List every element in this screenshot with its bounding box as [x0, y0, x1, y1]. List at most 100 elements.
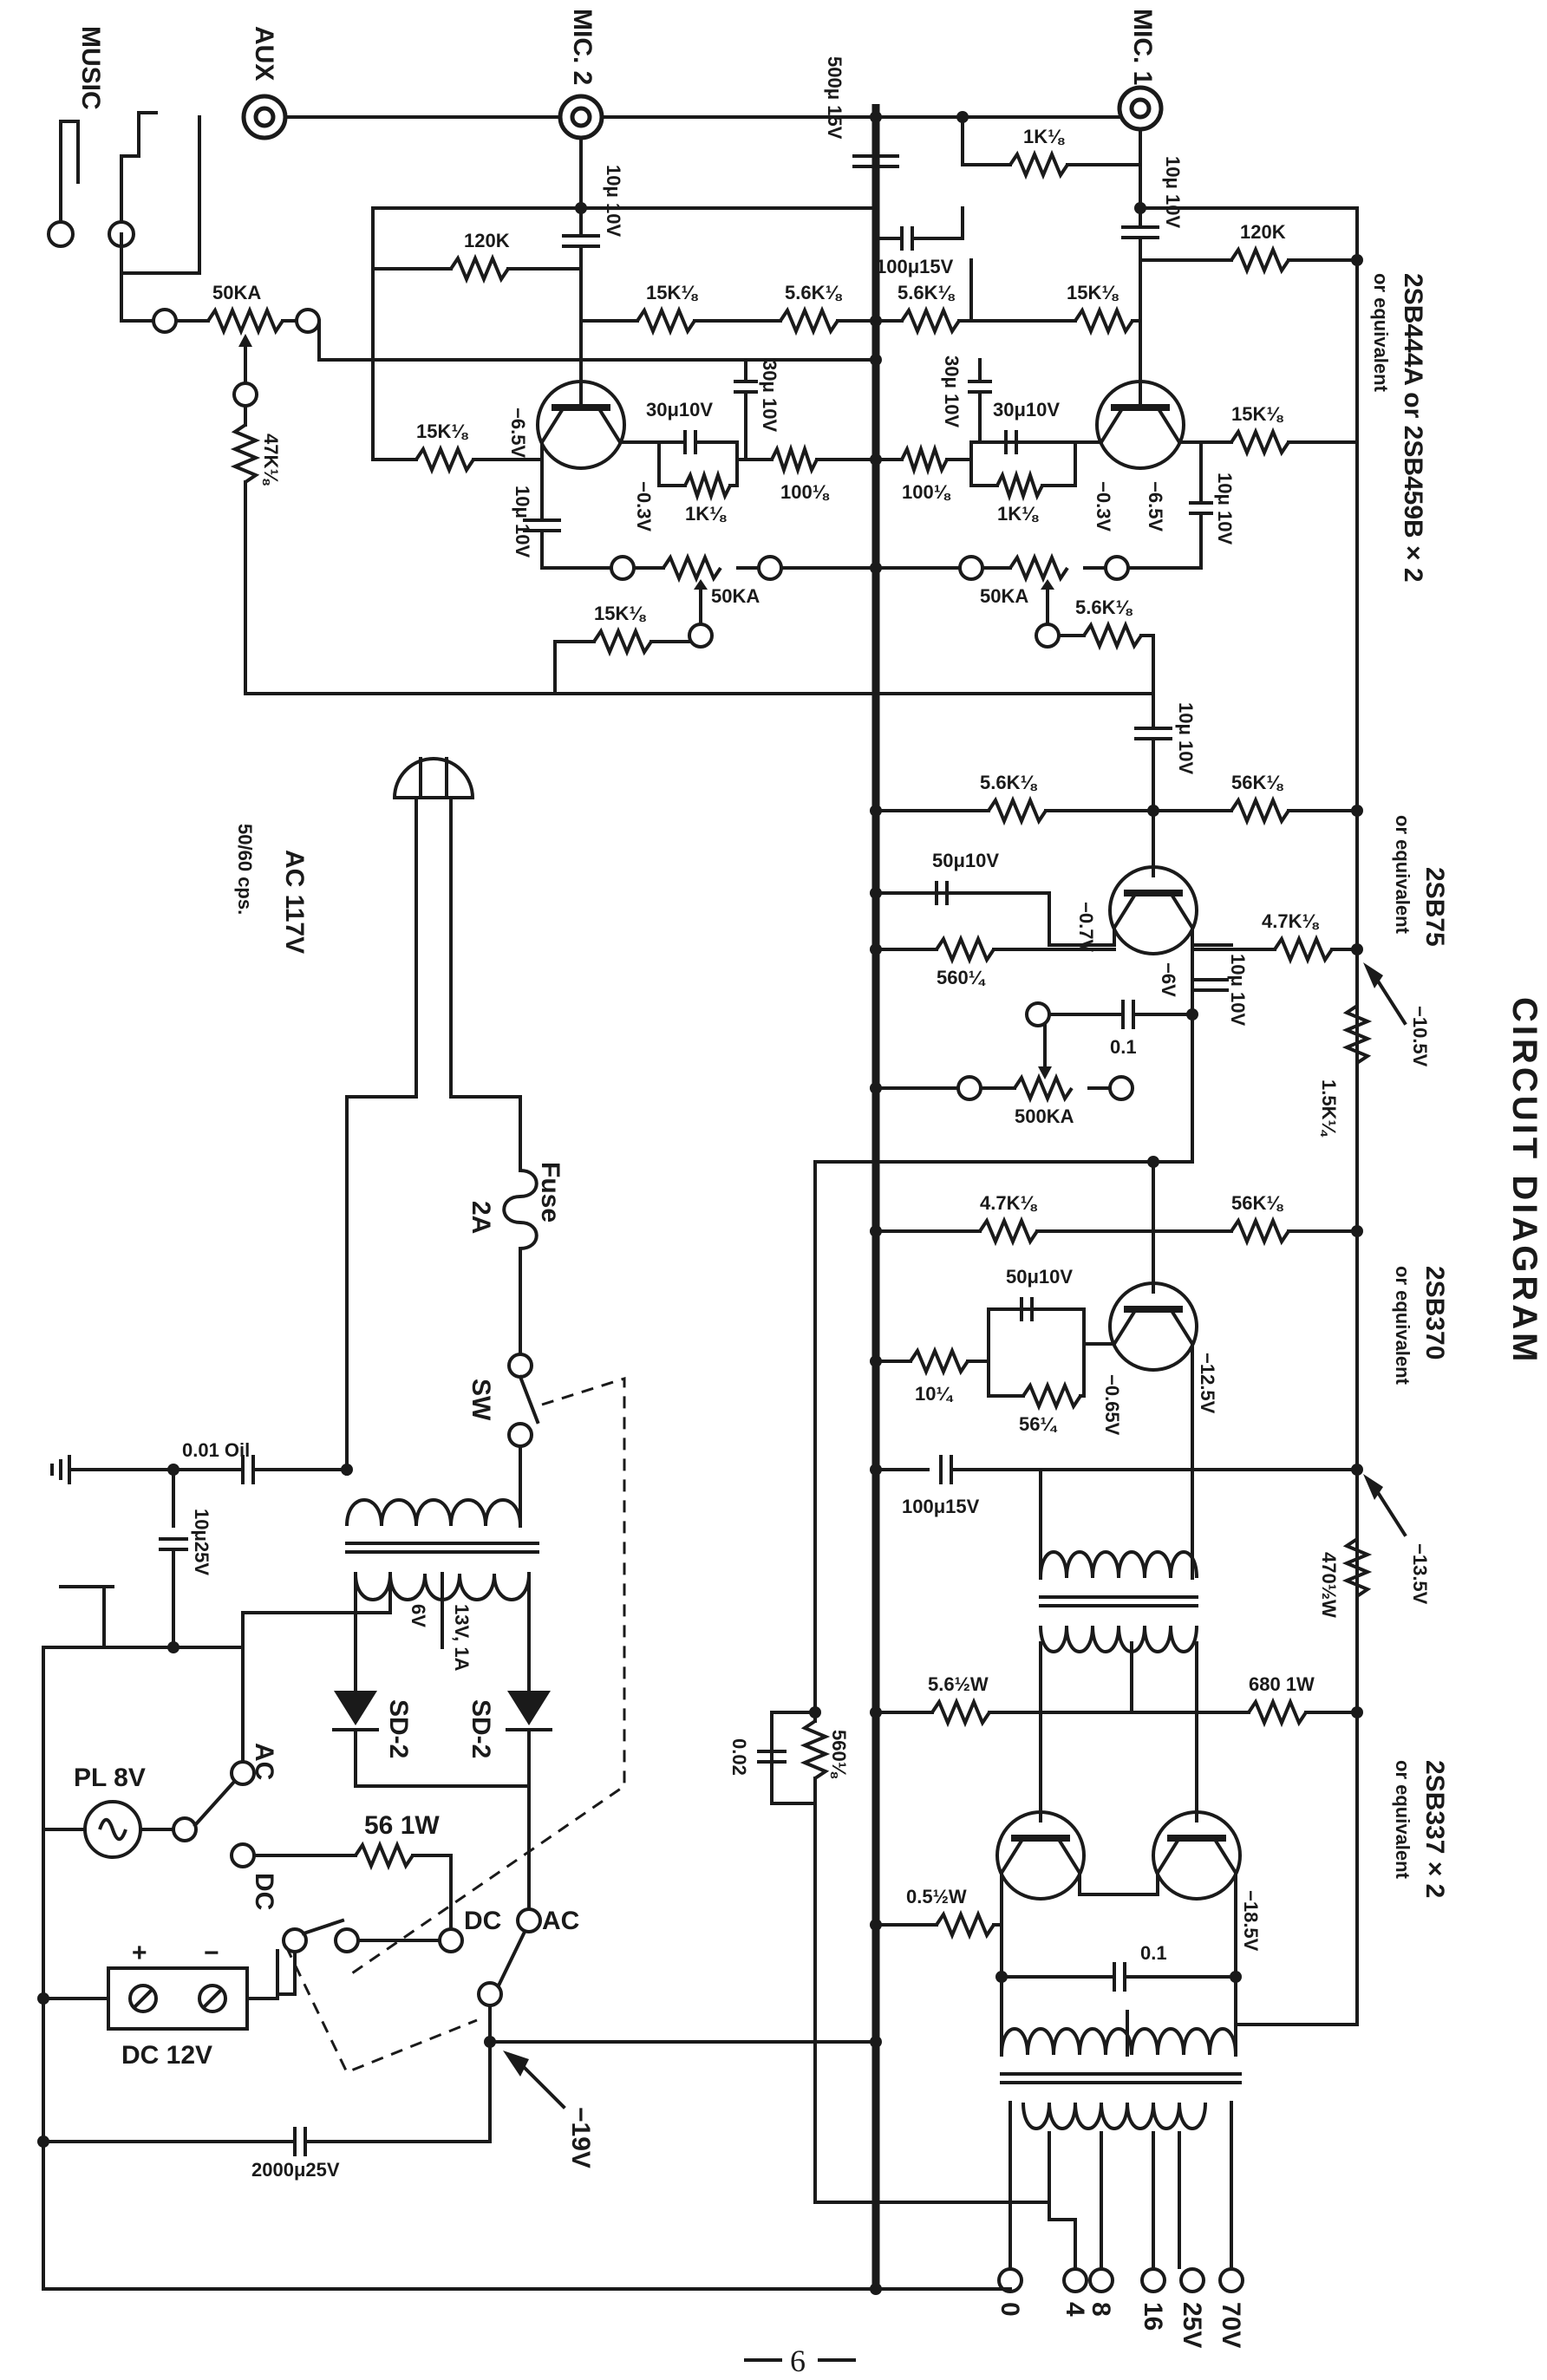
- switch-label: SW: [467, 1379, 495, 1421]
- diode1-label: SD-2: [384, 1699, 413, 1758]
- mic1-preamp: 1K⅛ 10μ 10V 120K 100μ15V 5.6K⅛ 15K⅛ 2SB4…: [553, 115, 1427, 695]
- mic1-jack: MIC. 1: [1117, 9, 1164, 132]
- pot-500ka-label: 500KA: [1015, 1105, 1074, 1127]
- driver-transformer-primary: [1039, 1550, 1198, 1579]
- v-03-right-label: −0.3V: [1093, 481, 1114, 531]
- aux-label: AUX: [250, 26, 278, 81]
- r-56-label: 56¼: [1019, 1413, 1057, 1435]
- output-stage: 5.6½W 680 1W 2SB337 × 2 or equivalent 0.…: [42, 1160, 1449, 2348]
- pot-50ka-right-label: 50KA: [980, 585, 1028, 607]
- r-120k-left-label: 120K: [464, 230, 510, 251]
- v-125-label: −12.5V: [1197, 1353, 1218, 1414]
- fuse-label: Fuse: [536, 1162, 565, 1223]
- r-470-label: 470½W: [1318, 1552, 1340, 1618]
- diagram-title: CIRCUIT DIAGRAM: [1505, 997, 1544, 1365]
- dc2-label: DC: [464, 1907, 501, 1935]
- mic2-preamp: 10μ 10V 120K 15K⅛ 5.6K⅛ 15K⅛ −6.5V −0.3V…: [371, 137, 878, 695]
- mic2-label: MIC. 2: [568, 9, 597, 85]
- v-185-label: −18.5V: [1240, 1890, 1262, 1952]
- junction-dots: [37, 111, 1363, 2295]
- r-15k-q-label: 1.5K¼: [1318, 1079, 1340, 1137]
- c-100u-b-label: 100μ15V: [902, 1496, 980, 1517]
- fuse: [502, 1169, 539, 1250]
- c-10u-left-label: 10μ 10V: [512, 486, 533, 558]
- r-56k-bot-label: 5.6K⅛: [1075, 597, 1133, 618]
- aux-jack: AUX: [241, 26, 288, 140]
- filter-cap-label: 2000μ25V: [251, 2159, 340, 2181]
- r-1k-right-label: 1K⅛: [997, 503, 1039, 525]
- transistor-q5: [995, 1810, 1086, 1901]
- r-47k-d-label: 4.7K⅛: [1262, 910, 1319, 932]
- selector-switch-1: [172, 1816, 198, 1842]
- battery-plus-label: +: [132, 1939, 147, 1967]
- first-stage-label: 2SB444A or 2SB459B × 2: [1399, 273, 1427, 583]
- output-tap-70v: 70V: [1217, 2302, 1245, 2348]
- vol-50ka-label: 50KA: [212, 282, 261, 303]
- c-30u-d-label: 30μ10V: [993, 399, 1060, 421]
- v-03-left-label: −0.3V: [633, 481, 655, 531]
- c-30u-c-label: 30μ 10V: [941, 355, 963, 428]
- r-05-label: 0.5½W: [906, 1886, 967, 1907]
- driver-stage-1: 10μ 10V 5.6K⅛ 56K⅛ 2SB75 or equivalent 5…: [874, 692, 1449, 1164]
- dc1-label: DC: [250, 1873, 278, 1910]
- r-56k-left-label: 5.6K⅛: [785, 282, 842, 303]
- battery-label: DC 12V: [121, 2041, 212, 2070]
- r-560-label: 560¼: [937, 967, 986, 988]
- tap-13v-label: 13V, 1A: [451, 1604, 473, 1672]
- v-065-label: −0.65V: [1101, 1374, 1123, 1436]
- diode-1: [334, 1691, 377, 1725]
- r-15k-right-label: 15K⅛: [1067, 282, 1119, 303]
- r-120k-right-label: 120K: [1240, 221, 1286, 243]
- r-56k-d1-label: 5.6K⅛: [980, 772, 1037, 793]
- driver-transformer-secondary: [1039, 1625, 1198, 1653]
- mic2-jack: MIC. 2: [558, 9, 604, 140]
- c-30u-a-label: 30μ10V: [646, 399, 713, 421]
- freq-label: 50/60 cps.: [234, 824, 256, 915]
- r-15k-b2-label: 15K⅛: [1231, 403, 1283, 425]
- ac-supply-label: AC 117V: [280, 850, 309, 954]
- r-56k-d2-label: 56K⅛: [1231, 772, 1283, 793]
- driver2-equiv-label: or equivalent: [1392, 1266, 1413, 1386]
- r-680-label: 680 1W: [1249, 1673, 1315, 1695]
- driver-stage-2: 4.7K⅛ 56K⅛ 2SB370 or equivalent 50μ10V 5…: [874, 1160, 1449, 1653]
- v-135-label: −13.5V: [1409, 1543, 1431, 1605]
- c-30u-b-label: 30μ 10V: [759, 360, 780, 433]
- ac1-label: AC: [250, 1743, 278, 1780]
- power-supply: AC 117V 50/60 cps. Fuse 2A SW 0.01 Oil 1…: [42, 757, 878, 2291]
- r-100-right-label: 100⅛: [902, 481, 951, 503]
- v-65-right-label: −6.5V: [1145, 481, 1166, 531]
- driver1-label: 2SB75: [1420, 867, 1449, 947]
- c-10u-right-label: 10μ 10V: [1214, 473, 1236, 545]
- pilot-label: PL 8V: [74, 1764, 146, 1792]
- tap-6v-label: 6V: [408, 1604, 429, 1627]
- transistor-q6: [1152, 1810, 1242, 1901]
- c-01b-label: 0.1: [1140, 1942, 1167, 1964]
- r-100-left-label: 100⅛: [780, 481, 830, 503]
- c-50u-a-label: 50μ10V: [932, 850, 999, 871]
- transistor-q3: [1108, 865, 1198, 955]
- transistor-q4: [1108, 1281, 1198, 1372]
- v-105-label: −10.5V: [1409, 1006, 1431, 1067]
- r-15k-bot-label: 15K⅛: [594, 603, 646, 624]
- output-transformer-secondary: [1022, 2102, 1207, 2130]
- r-47k-e-label: 4.7K⅛: [980, 1192, 1037, 1214]
- ac2-label: AC: [542, 1907, 579, 1935]
- power-switch: [507, 1353, 533, 1379]
- r-1k-left-label: 1K⅛: [685, 503, 727, 525]
- power-transformer-primary: [345, 1498, 522, 1527]
- r-15k-left-label: 15K⅛: [646, 282, 698, 303]
- r-56k-e-label: 56K⅛: [1231, 1192, 1283, 1214]
- pot-50ka-left-label: 50KA: [711, 585, 760, 607]
- ac-plug: [392, 757, 475, 799]
- output-tap-4: 4: [1061, 2302, 1089, 2317]
- v-6-label: −6V: [1158, 962, 1179, 997]
- cap-oil-label: 0.01 Oil: [182, 1439, 250, 1461]
- c-mic2-label: 10μ 10V: [603, 165, 624, 238]
- output-equiv-label: or equivalent: [1392, 1760, 1413, 1880]
- r-1k-top-label: 1K⅛: [1023, 126, 1065, 147]
- mic1-label: MIC. 1: [1128, 9, 1157, 85]
- v-07-label: −0.7V: [1075, 902, 1097, 952]
- cap-10u25-label: 10μ25V: [191, 1509, 212, 1575]
- c-01-label: 0.1: [1110, 1036, 1137, 1058]
